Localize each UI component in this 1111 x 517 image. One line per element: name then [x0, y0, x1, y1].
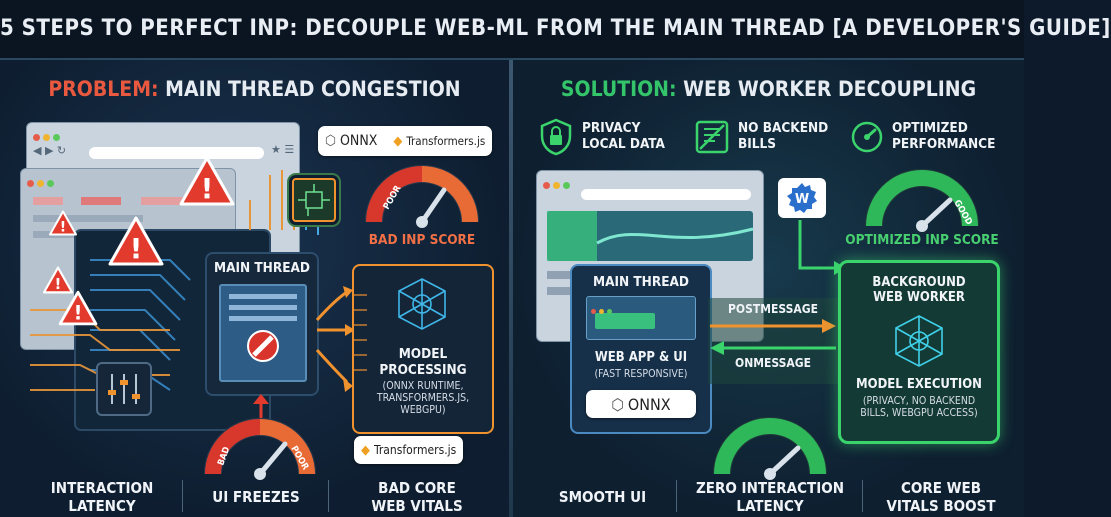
solution-header: SOLUTION: WEB WORKER DECOUPLING	[513, 72, 1024, 106]
separator	[328, 480, 329, 512]
no-bills-icon	[695, 120, 729, 154]
problem-bottom-label-2: UI FREEZES	[212, 488, 300, 506]
transformers-logo-icon: ◆	[393, 133, 403, 149]
chip-icon	[292, 178, 336, 222]
warning-icon-small-1: !	[49, 210, 77, 236]
solution-keyword: SOLUTION:	[560, 77, 677, 101]
solution-bottom-label-3: CORE WEB VITALS BOOST	[886, 479, 996, 515]
window-controls	[27, 123, 299, 141]
benefit-label-bills: NO BACKEND BILLS	[738, 120, 829, 152]
solution-main-thread-label: MAIN THREAD	[593, 274, 689, 290]
warning-icon-small-2: !	[42, 266, 74, 294]
solution-bottom-label-2: ZERO INTERACTION LATENCY	[695, 479, 845, 515]
badge-onnx-text: ONNX	[340, 133, 378, 149]
solution-address-bar[interactable]	[581, 189, 751, 200]
warning-icon-left: !	[108, 216, 164, 266]
onnx-badge: ⬡ ONNX	[586, 390, 696, 418]
svg-text:!: !	[60, 220, 66, 236]
optimized-inp-label: OPTIMIZED INP SCORE	[845, 232, 999, 248]
sliders-icon	[96, 362, 152, 416]
neural-cube-icon-2	[895, 315, 943, 367]
model-processing-detail: (ONNX RUNTIME, TRANSFORMERS.JS, WEBGPU)	[376, 380, 470, 416]
worker-title: BACKGROUND WEB WORKER	[872, 275, 966, 305]
smooth-wave-panel	[547, 211, 754, 261]
svg-text:!: !	[74, 302, 83, 325]
model-execution-detail: (PRIVACY, NO BACKEND BILLS, WEBGPU ACCES…	[860, 395, 978, 419]
solution-window-controls	[537, 171, 763, 189]
window-controls-mid	[21, 169, 235, 187]
badge-transformers-text: Transformers.js	[406, 134, 486, 148]
problem-bottom-label-3: BAD CORE WEB VITALS	[371, 479, 463, 515]
solution-header-text: WEB WORKER DECOUPLING	[683, 77, 977, 101]
model-execution-title: MODEL EXECUTION	[856, 377, 982, 392]
benefit-label-privacy: PRIVACY LOCAL DATA	[582, 120, 665, 152]
onmessage-arrow	[710, 341, 836, 355]
svg-text:!: !	[201, 172, 214, 205]
postmessage-label: POSTMESSAGE	[728, 302, 818, 316]
solution-main-thread-card: MAIN THREAD WEB APP & UI (FAST RESPONSIV…	[570, 264, 712, 434]
onmessage-label: ONMESSAGE	[735, 356, 811, 370]
model-processing-card: MODEL PROCESSING (ONNX RUNTIME, TRANSFOR…	[352, 264, 494, 434]
model-processing-title: MODEL PROCESSING	[379, 346, 467, 378]
webworker-logo-icon: W	[778, 178, 826, 218]
onnx-transformers-badge: ⬡ ONNX ◆ Transformers.js	[318, 126, 493, 156]
nav-arrows-icon[interactable]: ◀ ▶ ↻	[33, 144, 67, 157]
benefit-label-performance: OPTIMIZED PERFORMANCE	[892, 120, 996, 152]
message-channel	[708, 298, 838, 384]
warning-icon-small-3: !	[58, 290, 98, 326]
star-icon[interactable]: ★ ☰	[271, 143, 295, 156]
problem-header: PROBLEM: MAIN THREAD CONGESTION	[0, 72, 509, 106]
problem-main-thread-label: MAIN THREAD	[214, 260, 310, 276]
optimized-inp-gauge: GOOD	[865, 169, 979, 232]
problem-keyword: PROBLEM:	[48, 77, 159, 101]
onnx-badge-text: ONNX	[627, 394, 671, 414]
transformers-logo-icon-2: ◆	[361, 442, 370, 458]
svg-text:!: !	[130, 232, 143, 265]
badge-transformers-bottom-text: Transformers.js	[374, 443, 457, 457]
web-app-label: WEB APP & UI	[594, 350, 688, 365]
bad-inp-label: BAD INP SCORE	[368, 232, 476, 248]
page-title: 5 STEPS TO PERFECT INP: DECOUPLE WEB-ML …	[0, 0, 1110, 60]
speedometer-icon	[851, 121, 883, 153]
problem-header-text: MAIN THREAD CONGESTION	[165, 77, 461, 101]
onnx-logo-icon-2: ⬡	[611, 394, 624, 414]
blocked-icon	[247, 330, 279, 362]
ui-freeze-gauge: BAD POOR	[204, 418, 316, 480]
onnx-logo-icon: ⬡	[325, 133, 336, 149]
solution-bottom-label-1: SMOOTH UI	[558, 488, 647, 506]
transformers-badge-bottom: ◆ Transformers.js	[354, 436, 464, 464]
background-worker-card: BACKGROUND WEB WORKER MODEL EXECUTION (P…	[838, 260, 1000, 444]
orange-arrows	[315, 286, 355, 392]
shield-lock-icon	[540, 118, 572, 156]
postmessage-arrow	[710, 319, 836, 333]
zero-latency-gauge	[713, 417, 827, 480]
bad-inp-gauge: POOR	[365, 165, 479, 228]
neural-cube-icon	[398, 278, 446, 330]
svg-text:!: !	[55, 275, 62, 293]
problem-bottom-label-1: INTERACTION LATENCY	[50, 479, 154, 515]
web-app-sub: (FAST RESPONSIVE)	[594, 368, 688, 380]
separator	[676, 480, 677, 512]
warning-icon-large: !	[179, 156, 235, 206]
address-bar[interactable]	[89, 147, 264, 159]
responsive-window	[586, 296, 696, 340]
svg-text:W: W	[795, 192, 809, 207]
panel-divider	[509, 60, 513, 517]
frozen-window	[219, 284, 307, 382]
separator	[182, 480, 183, 512]
model-wires	[353, 294, 367, 371]
separator	[862, 480, 863, 512]
problem-main-thread-card: MAIN THREAD	[205, 252, 319, 396]
